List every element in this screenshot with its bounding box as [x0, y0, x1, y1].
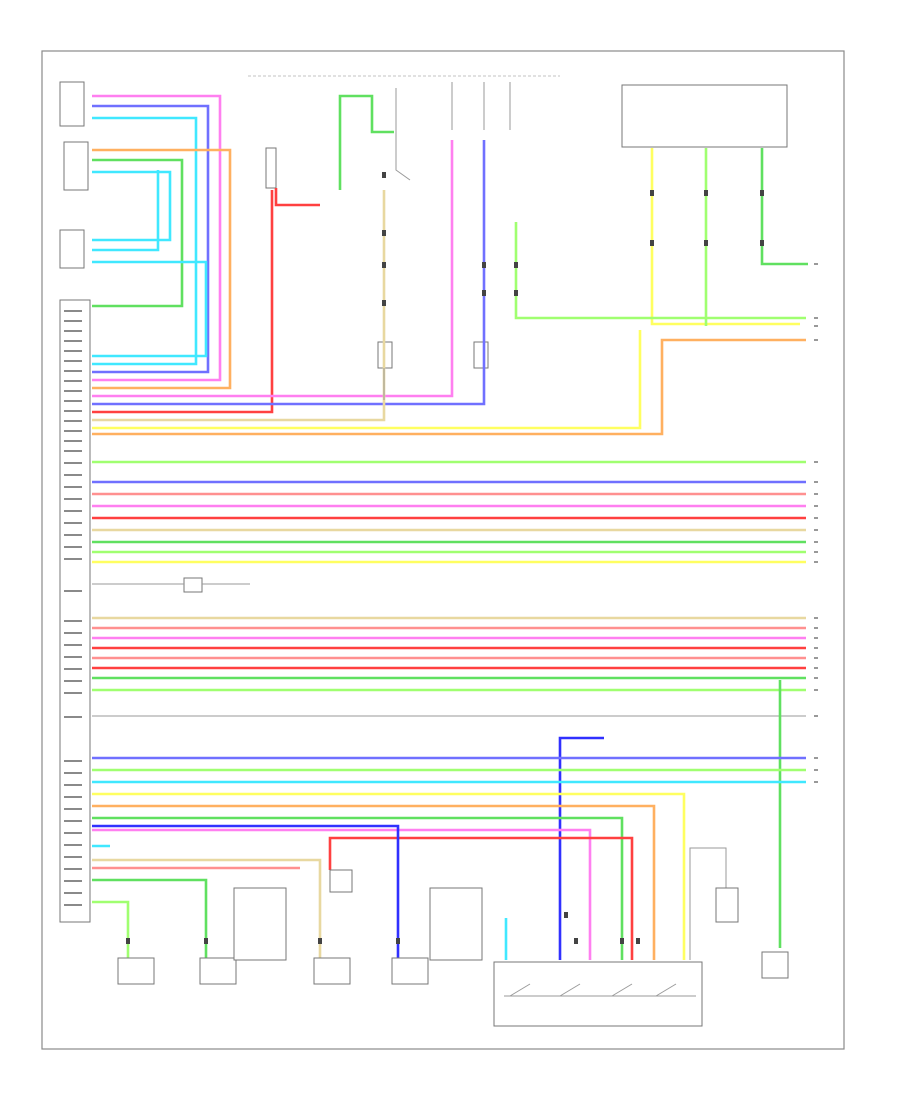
wire-yellow-right: [92, 330, 642, 430]
main-relay: [265, 147, 277, 189]
switch-module: [493, 961, 703, 1027]
wire-blue-top: [92, 104, 210, 374]
switch-module-contacts: [504, 983, 696, 997]
wire-lightgreen-2: [514, 222, 806, 320]
wire-tan-bottom: [92, 858, 322, 960]
wire-lightblue-2: [92, 170, 172, 242]
sensor-connector-2: [473, 341, 489, 369]
wire-lightblue-4: [92, 260, 208, 358]
bottom-relay-2: [429, 887, 483, 961]
wire-yellow-fuse: [650, 148, 800, 326]
wire-green-fuse: [760, 148, 808, 266]
wire-green-bottom: [92, 816, 624, 960]
top-left-connector-3: [59, 229, 85, 269]
mid-component: [183, 577, 203, 593]
wire-red-relay: [274, 188, 320, 207]
wire-yellow-bottom: [92, 792, 686, 960]
wire-lightblue-top: [92, 116, 198, 366]
wire-orange-bottom: [92, 804, 656, 960]
bottom-sensor-mid: [329, 869, 353, 893]
wire-gray-switch: [395, 88, 411, 181]
bottom-component-1: [117, 957, 155, 985]
wire-pink-center: [92, 140, 454, 398]
top-left-connector-1: [59, 81, 85, 127]
diagram-frame: [41, 50, 845, 1050]
wire-pink-top: [92, 94, 222, 382]
ecm-connector: [59, 299, 91, 923]
wire-lightblue-3: [92, 170, 160, 252]
wire-orange-top: [92, 148, 232, 390]
bottom-relay-1: [233, 887, 287, 961]
wire-red-bottom: [328, 836, 634, 960]
horizontal-wire-bundle-3: [92, 756, 806, 784]
horizontal-wire-bundle-2: [92, 616, 806, 692]
wire-lightgreen-bottom: [92, 900, 130, 960]
wire-blue-center: [92, 140, 486, 406]
wire-gray-bottom-right: [689, 847, 727, 960]
fuse-box: [621, 84, 788, 148]
top-left-connector-2: [63, 141, 89, 191]
bottom-right-sensor: [715, 887, 739, 923]
bottom-component-4: [391, 957, 429, 985]
bottom-component-3: [313, 957, 351, 985]
wire-pink-bottom: [92, 828, 592, 960]
wire-green-relay: [338, 94, 394, 190]
wire-darkblue-bottom: [92, 824, 400, 960]
ecm-pin-labels: [64, 310, 82, 906]
bottom-right-switch: [761, 951, 789, 979]
wire-green-top: [92, 158, 184, 308]
wire-red-main: [92, 190, 274, 414]
wire-darkblue-switch: [558, 736, 604, 960]
horizontal-wire-bundle-1: [92, 460, 806, 564]
bottom-component-2: [199, 957, 237, 985]
wire-green-bottom-2: [92, 878, 208, 960]
right-terminal-ticks: [814, 263, 818, 783]
wire-orange-right: [92, 338, 806, 436]
splice-markers: [126, 172, 764, 944]
